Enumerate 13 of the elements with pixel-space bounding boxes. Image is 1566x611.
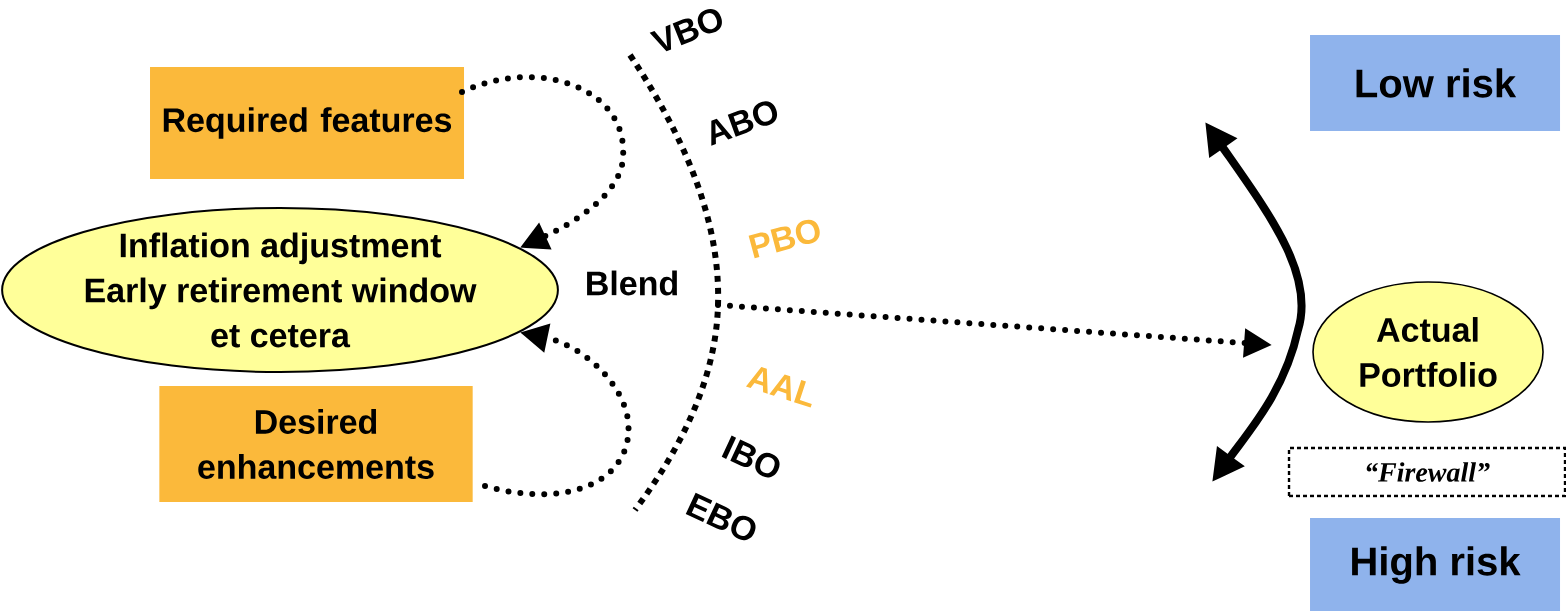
risk-box: High risk bbox=[1310, 518, 1560, 611]
curve-label: IBO bbox=[721, 435, 780, 478]
risk-box: Low risk bbox=[1310, 35, 1560, 131]
curve-label: PBO bbox=[748, 219, 820, 259]
feature-box: Desired enhancements bbox=[159, 386, 473, 502]
curve-label: EBO bbox=[685, 492, 756, 541]
feature-box: Required features bbox=[150, 67, 464, 179]
center-label: Blend bbox=[587, 270, 677, 296]
curve-label: VBO bbox=[649, 8, 722, 52]
firewall-box: “Firewall” bbox=[1287, 446, 1566, 498]
curve-label: AAL bbox=[746, 367, 812, 408]
curve-label: ABO bbox=[711, 101, 778, 146]
arrow bbox=[459, 74, 627, 250]
